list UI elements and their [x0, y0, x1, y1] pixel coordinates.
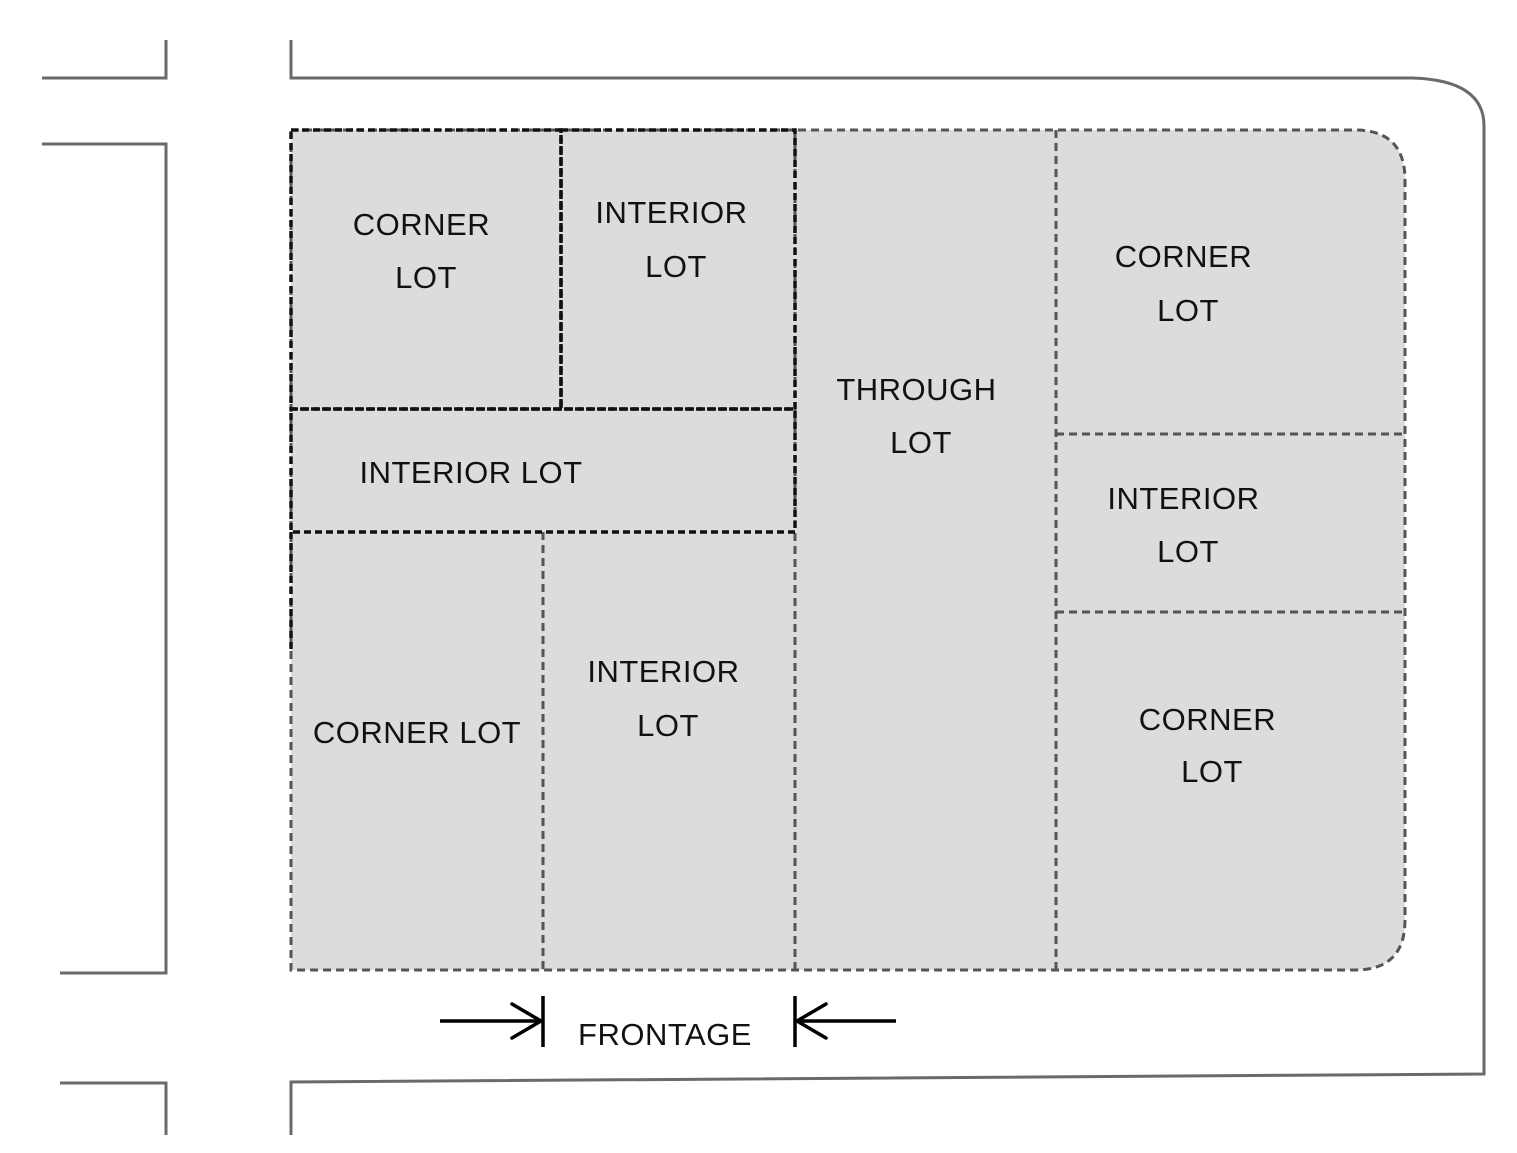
- label-interior-right: INTERIOR LOT: [1107, 481, 1268, 569]
- label-corner-top-left: CORNER LOT: [353, 207, 499, 295]
- street-edge-left: [42, 142, 168, 975]
- lot-lines: [289, 128, 1407, 972]
- street-edge-top-left: [42, 40, 168, 80]
- block-fill: [291, 130, 1405, 970]
- label-corner-bottom-right: CORNER LOT: [1139, 702, 1285, 789]
- lot-labels: CORNER LOT INTERIOR LOT INTERIOR LOT COR…: [313, 195, 1285, 789]
- label-interior-top: INTERIOR LOT: [595, 195, 756, 284]
- label-interior-middle: INTERIOR LOT: [359, 455, 582, 490]
- block-outline: [289, 128, 1407, 972]
- lot-outline-interior-middle: [289, 407, 797, 534]
- frontage-arrow-left-head-icon: [510, 1002, 543, 1040]
- street-edge-bottom-left: [60, 1081, 168, 1135]
- street-edge-top-right: [289, 40, 1486, 1135]
- street-edges: [42, 40, 1486, 1135]
- frontage-arrow-right-head-icon: [795, 1002, 828, 1040]
- frontage-label: FRONTAGE: [578, 1017, 752, 1052]
- label-corner-bottom-left: CORNER LOT: [313, 715, 521, 750]
- label-corner-top-right: CORNER LOT: [1115, 239, 1261, 328]
- label-interior-bottom: INTERIOR LOT: [587, 654, 748, 743]
- frontage-dimension: FRONTAGE: [440, 996, 896, 1052]
- label-through: THROUGH LOT: [836, 372, 1005, 460]
